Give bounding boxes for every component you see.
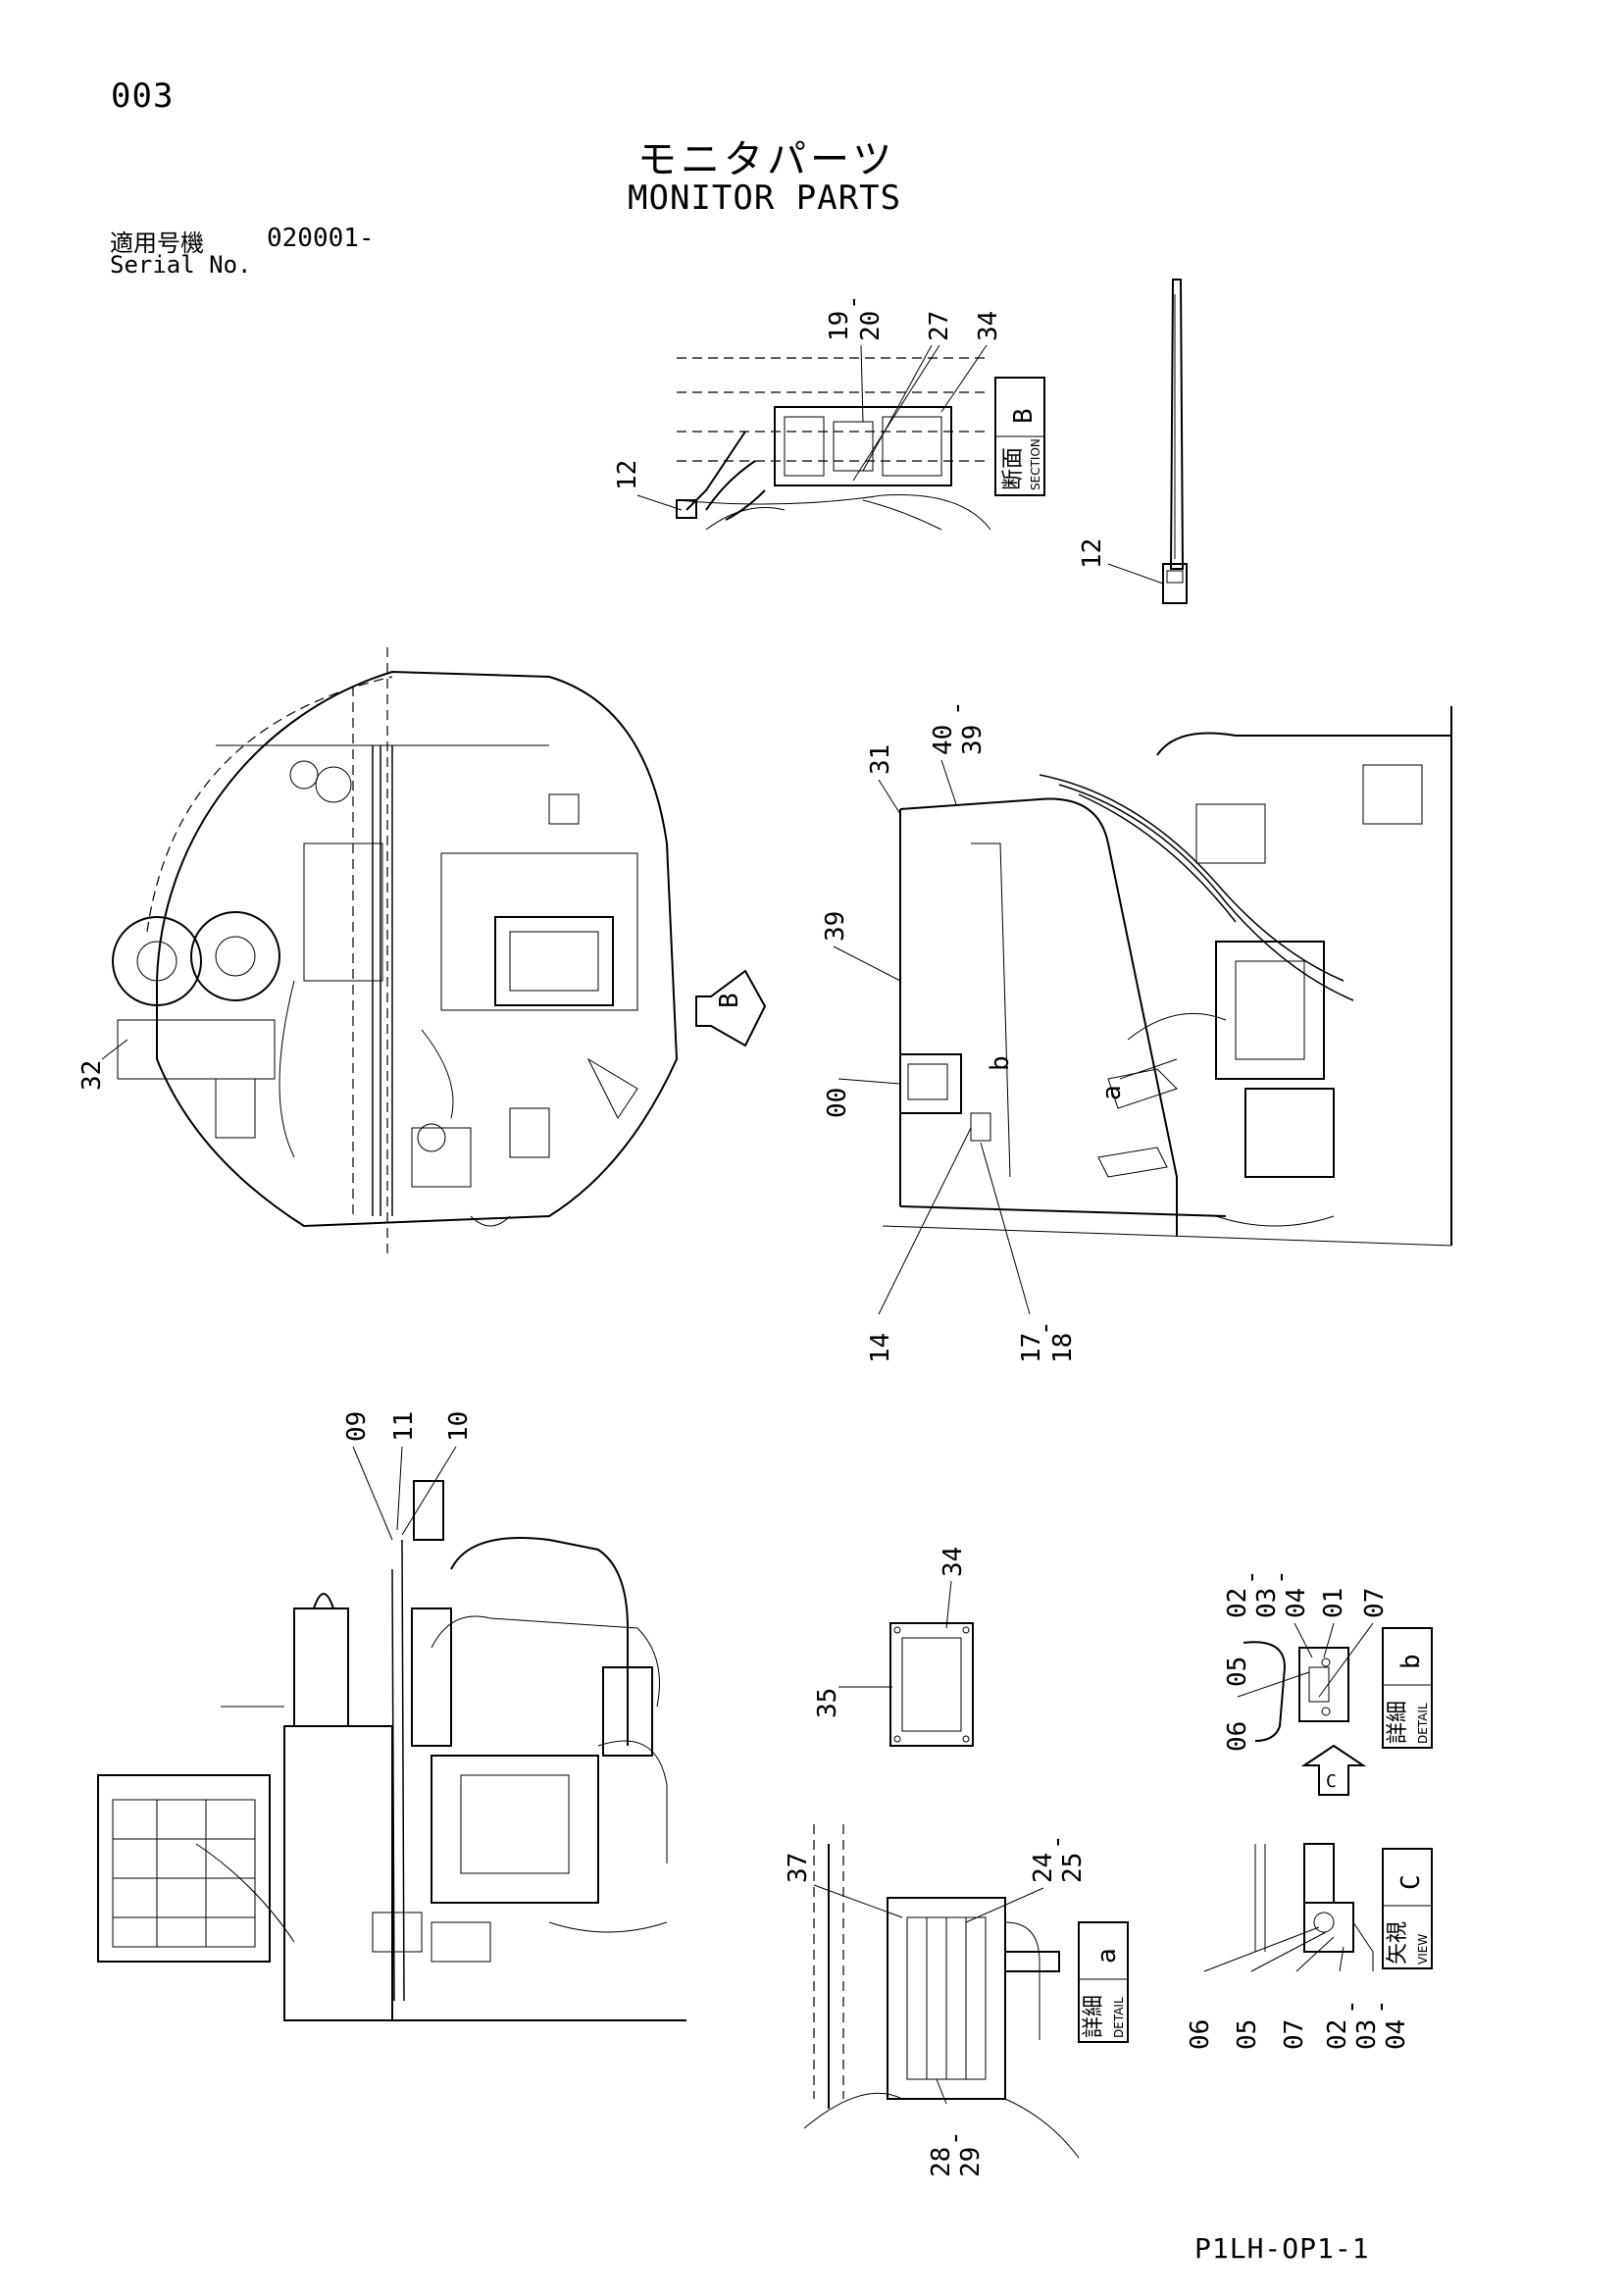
callout-02: 02 <box>1223 1588 1252 1618</box>
callout-09: 09 <box>342 1411 372 1442</box>
callout-b: b <box>986 1055 1015 1071</box>
detail-b-jp: 詳細 <box>1386 1701 1410 1744</box>
callout-28: 28 <box>927 2147 956 2177</box>
section-b-drawing <box>676 357 991 531</box>
callout-24-25-dash: - <box>1042 1834 1072 1850</box>
callout-10: 10 <box>444 1411 474 1442</box>
callout-c-03: 03 <box>1352 2019 1382 2050</box>
callout-c-03-04-dash: - <box>1366 1999 1396 2015</box>
callout-14: 14 <box>866 1333 895 1363</box>
drawing-code: P1LH-OP1-1 <box>1194 2232 1370 2265</box>
callout-31: 31 <box>866 744 895 775</box>
callout-24: 24 <box>1029 1853 1058 1883</box>
callout-19: 19 <box>825 311 854 341</box>
callout-c-02: 02 <box>1323 2019 1352 2050</box>
view-c-jp: 矢視 <box>1386 1921 1410 1964</box>
callout-00: 00 <box>823 1088 852 1118</box>
serial-number-value: 020001- <box>267 224 375 253</box>
callout-17: 17 <box>1017 1333 1046 1363</box>
callout-02-03-dash: - <box>1237 1569 1266 1585</box>
callout-39: 39 <box>821 911 850 942</box>
callout-11: 11 <box>389 1411 419 1442</box>
callout-25: 25 <box>1058 1853 1088 1883</box>
section-b-box: B 断面 SECTION <box>994 377 1045 496</box>
callout-a: a <box>1097 1085 1127 1100</box>
callout-35: 35 <box>813 1688 842 1718</box>
callout-c-05: 05 <box>1233 2019 1262 2050</box>
detail-a-box: a 詳細 DETAIL <box>1078 1921 1129 2043</box>
svg-text:B: B <box>715 993 744 1008</box>
callout-07: 07 <box>1360 1588 1390 1618</box>
callout-plate-34: 34 <box>939 1547 968 1577</box>
callout-19-20-dash: - <box>838 294 868 310</box>
detail-b-callouts: 02 - 03 - 04 01 07 05 06 <box>1223 1569 1390 1752</box>
callout-03: 03 <box>1252 1588 1282 1618</box>
callout-05: 05 <box>1223 1657 1252 1687</box>
detail-a-letter: a <box>1092 1948 1122 1964</box>
view-c-callouts: 06 05 07 02 - 03 - 04 <box>1186 1926 1411 2050</box>
cab-side-drawing <box>882 706 1452 1247</box>
detail-a-en: DETAIL <box>1112 1997 1126 2038</box>
callout-29: 29 <box>956 2147 986 2177</box>
callout-c-07: 07 <box>1280 2019 1309 2050</box>
section-b-en: SECTION <box>1029 438 1042 490</box>
callout-01: 01 <box>1319 1588 1348 1618</box>
callout-28-29-dash: - <box>940 2130 970 2146</box>
callout-c-04: 04 <box>1382 2019 1411 2050</box>
callout-12: 12 <box>613 460 642 490</box>
cable-tie-drawing <box>1162 279 1188 604</box>
callout-03-04-dash: - <box>1266 1569 1295 1585</box>
callout-18: 18 <box>1048 1333 1078 1363</box>
callout-20: 20 <box>856 311 886 341</box>
arrow-c: C <box>1300 1744 1367 1796</box>
detail-b-drawing <box>1243 1641 1349 1742</box>
serial-label: Serial No. <box>110 251 252 279</box>
detail-a-jp: 詳細 <box>1082 1995 1106 2038</box>
detail-b-box: b 詳細 DETAIL <box>1382 1627 1433 1749</box>
callout-06: 06 <box>1223 1721 1252 1752</box>
seat-view-callouts: 09 11 10 <box>342 1411 474 1541</box>
arrow-b: B <box>695 969 767 1047</box>
callout-39-top: 39 <box>958 725 988 755</box>
page-title: MONITOR PARTS <box>628 179 902 218</box>
detail-b-letter: b <box>1396 1654 1426 1669</box>
view-c-en: VIEW <box>1416 1934 1430 1964</box>
callout-tie-12: 12 <box>1078 538 1107 569</box>
top-view-drawing <box>112 647 679 1255</box>
callout-04: 04 <box>1282 1588 1311 1618</box>
detail-b-en: DETAIL <box>1416 1703 1430 1744</box>
callout-34: 34 <box>974 311 1003 341</box>
view-c-box: C 矢視 VIEW <box>1382 1848 1433 1969</box>
page-title-japanese: モニタパーツ <box>637 137 896 182</box>
callout-40-39-dash: - <box>942 700 972 716</box>
callout-32: 32 <box>77 1060 107 1091</box>
callout-37: 37 <box>784 1853 813 1883</box>
callout-17-18-dash: - <box>1031 1320 1060 1336</box>
view-c-drawing <box>1254 1843 1374 1971</box>
svg-text:C: C <box>1326 1771 1337 1792</box>
detail-a-callouts: 37 24 - 25 28 - 29 <box>784 1834 1088 2177</box>
serial-label-japanese: 適用号機 <box>110 230 204 257</box>
section-b-jp: 断面 <box>1001 447 1026 490</box>
plate-drawing <box>889 1622 974 1747</box>
view-c-letter: C <box>1396 1874 1426 1890</box>
detail-a-drawing <box>803 1824 1080 2159</box>
page-number: 003 <box>111 77 175 116</box>
callout-c-06: 06 <box>1186 2019 1215 2050</box>
callout-40: 40 <box>929 725 958 755</box>
section-b-letter: B <box>1009 408 1039 424</box>
seat-view-drawing <box>97 1480 686 2021</box>
callout-c-02-03-dash: - <box>1337 1999 1366 2015</box>
cab-side-callouts: 31 40 - 39 39 00 a b 14 17 - 18 <box>821 700 1178 1363</box>
section-b-callouts: 12 19 - 20 27 34 <box>613 294 1003 511</box>
callout-27: 27 <box>925 311 954 341</box>
